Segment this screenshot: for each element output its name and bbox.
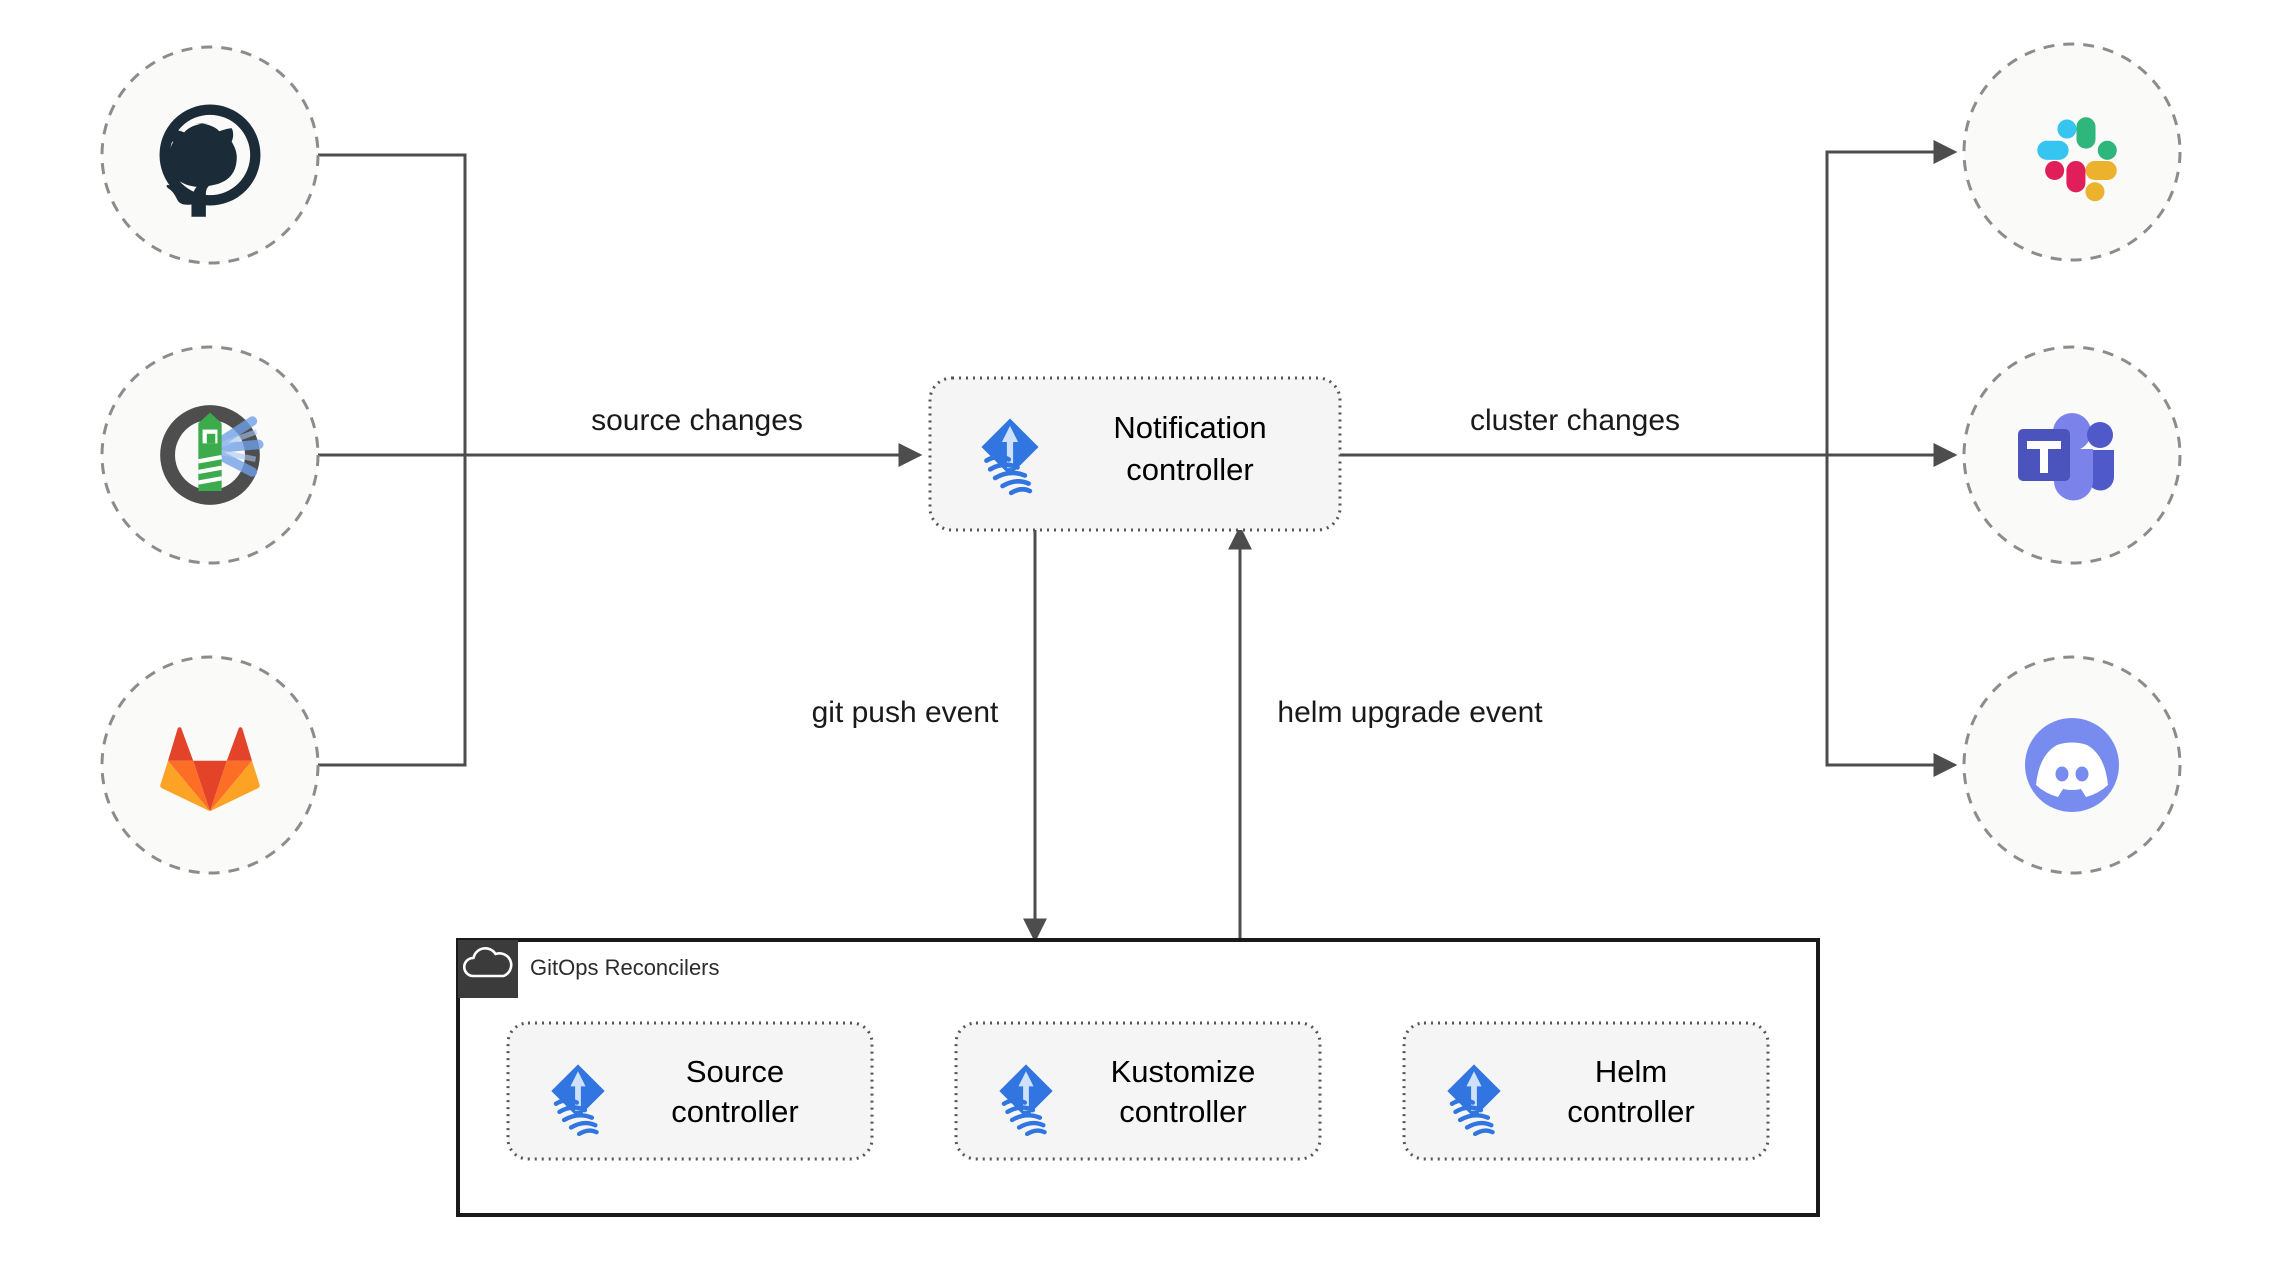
- source-node-gitlab[interactable]: [100, 655, 320, 875]
- node-label-kustomize-line2: controller: [1119, 1094, 1247, 1129]
- left-bus-connector: [318, 153, 467, 767]
- node-helm-controller[interactable]: Helm controller: [1402, 1021, 1770, 1161]
- source-node-fluxcd[interactable]: [100, 345, 320, 565]
- destination-node-teams[interactable]: [1962, 345, 2182, 565]
- node-label-kustomize-line1: Kustomize: [1111, 1054, 1256, 1089]
- source-node-github[interactable]: [100, 45, 320, 265]
- edge-label-cluster-changes: cluster changes: [1470, 404, 1680, 437]
- destination-node-slack[interactable]: [1962, 42, 2182, 262]
- node-label-helm-line2: controller: [1567, 1094, 1695, 1129]
- node-source-controller[interactable]: Source controller: [506, 1021, 874, 1161]
- node-kustomize-controller[interactable]: Kustomize controller: [954, 1021, 1322, 1161]
- edge-label-git-push-event: git push event: [812, 696, 999, 729]
- node-label-source-line2: controller: [671, 1094, 799, 1129]
- bus-to-slack-line: [1825, 140, 1958, 455]
- node-label-notification-line2: controller: [1126, 452, 1254, 487]
- group-title: GitOps Reconcilers: [530, 955, 720, 980]
- destination-node-discord[interactable]: [1962, 655, 2182, 875]
- node-label-notification-line1: Notification: [1113, 410, 1266, 445]
- node-label-source-line1: Source: [686, 1054, 784, 1089]
- edge-label-helm-upgrade-event: helm upgrade event: [1277, 696, 1543, 729]
- bus-to-discord-line: [1825, 455, 1958, 777]
- edge-label-source-changes: source changes: [591, 404, 803, 437]
- discord-icon: [2025, 718, 2119, 812]
- node-notification-controller[interactable]: Notification controller: [928, 376, 1342, 532]
- node-label-helm-line1: Helm: [1595, 1054, 1667, 1089]
